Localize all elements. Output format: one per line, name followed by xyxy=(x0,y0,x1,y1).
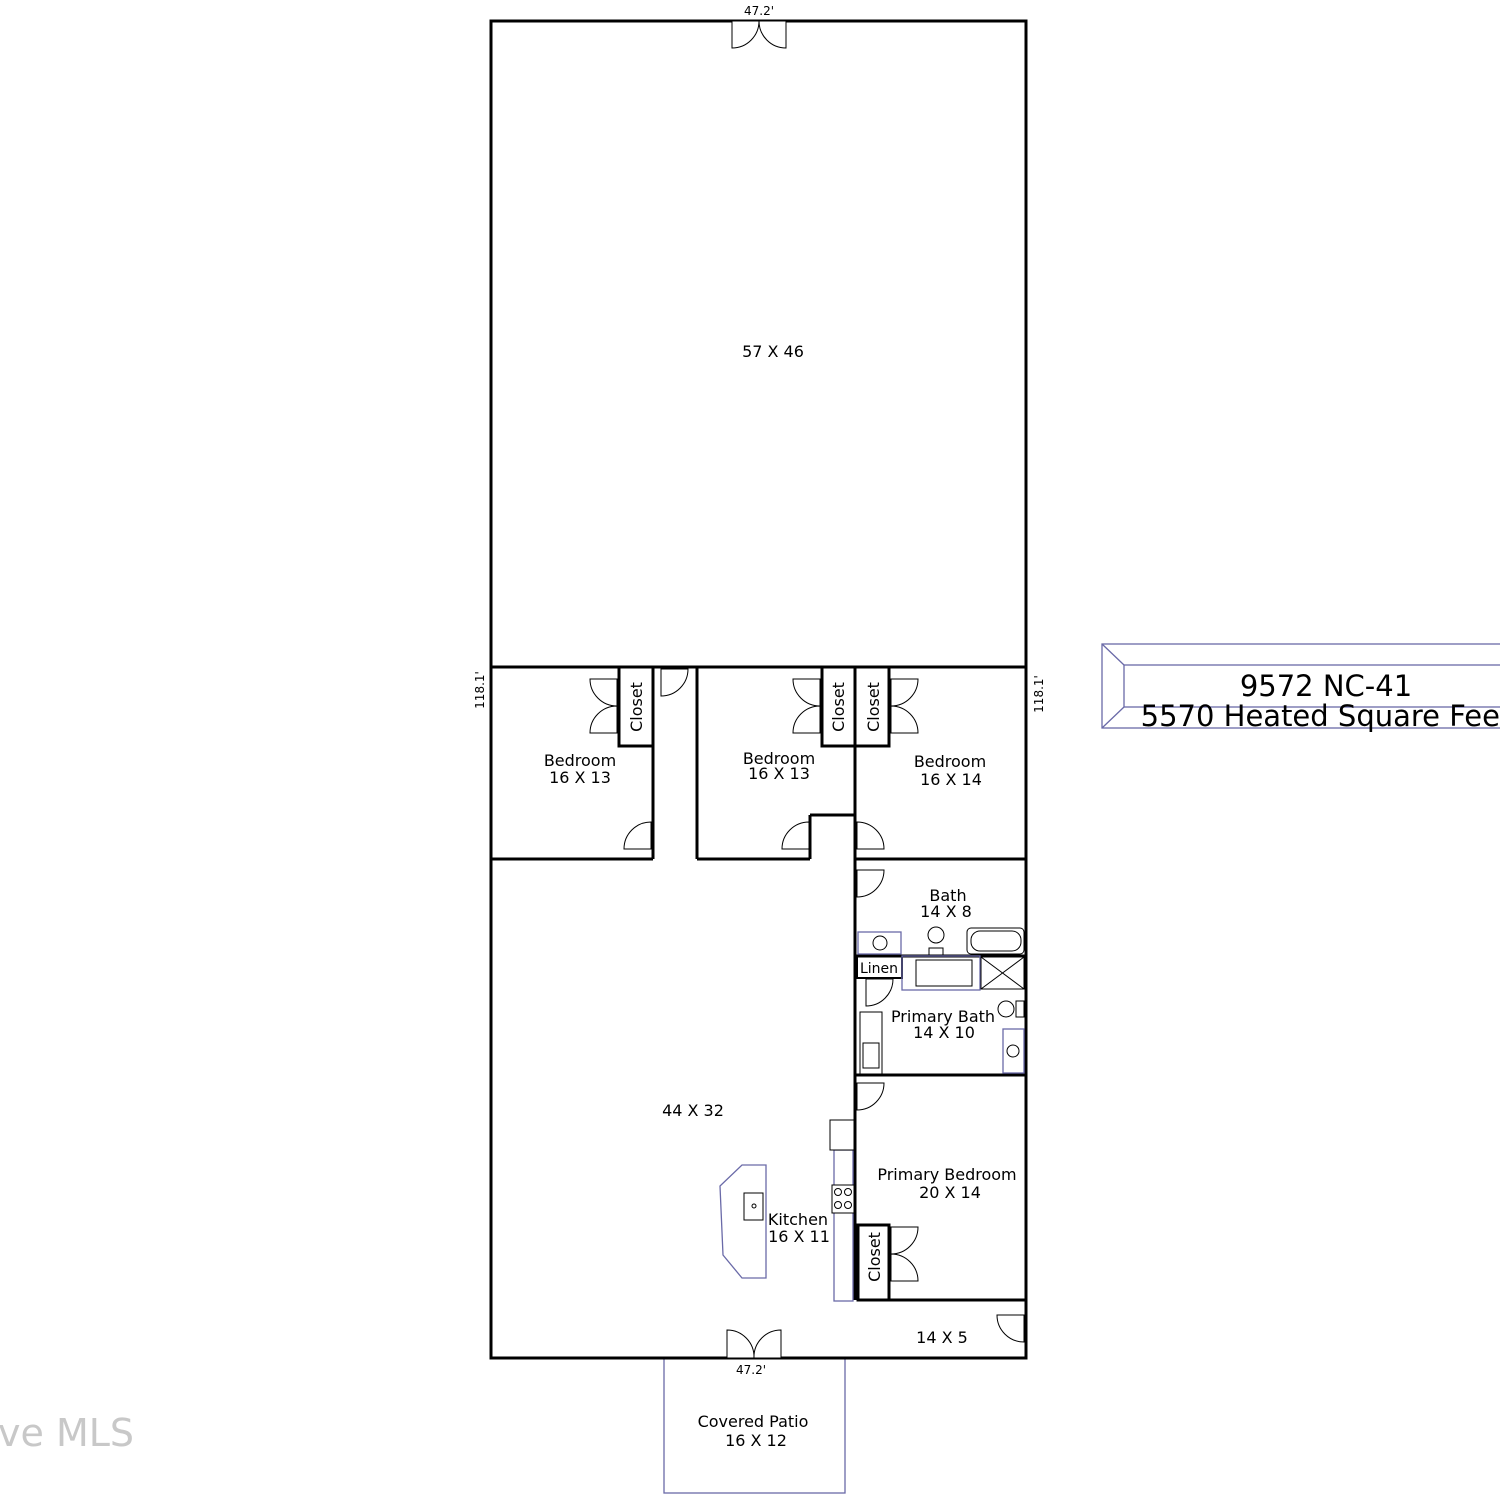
bedroom-3-name: Bedroom xyxy=(914,752,986,771)
main-living-size: 44 X 32 xyxy=(662,1101,724,1120)
primary-bath-size: 14 X 10 xyxy=(913,1023,975,1042)
bedroom-2-size: 16 X 13 xyxy=(748,764,810,783)
closet-3-label: Closet xyxy=(864,682,883,732)
bath-name: Bath xyxy=(929,886,966,905)
covered-patio-size: 16 X 12 xyxy=(725,1431,787,1450)
large-room-size: 57 X 46 xyxy=(742,342,804,361)
room-labels: 57 X 46 Bedroom 16 X 13 Bedroom 16 X 13 … xyxy=(544,342,1017,1450)
primary-bath-name: Primary Bath xyxy=(891,1007,995,1026)
title-box: 9572 NC-41 5570 Heated Square Feet xyxy=(1101,643,1500,733)
top-double-door xyxy=(731,20,787,49)
bottom-double-door xyxy=(726,1329,782,1359)
closets xyxy=(617,665,903,1302)
bath-size: 14 X 8 xyxy=(920,902,972,921)
dimension-labels: 47.2' 47.2' 118.1' 118.1' xyxy=(473,4,1046,1377)
covered-patio-name: Covered Patio xyxy=(698,1412,809,1431)
kitchen-size: 16 X 11 xyxy=(768,1227,830,1246)
dim-right: 118.1' xyxy=(1032,675,1046,713)
primary-bedroom-size: 20 X 14 xyxy=(919,1183,981,1202)
closet-1-label: Closet xyxy=(627,682,646,732)
bedroom-2-name: Bedroom xyxy=(743,749,815,768)
hall-size: 14 X 5 xyxy=(916,1328,968,1347)
bedroom-1-name: Bedroom xyxy=(544,751,616,770)
bedroom-3-size: 16 X 14 xyxy=(920,770,982,789)
fixtures xyxy=(719,926,1025,1302)
exterior-wall xyxy=(489,19,1028,1360)
doors xyxy=(589,20,1025,1359)
primary-bedroom-name: Primary Bedroom xyxy=(877,1165,1016,1184)
title-address: 9572 NC-41 xyxy=(1240,669,1412,703)
interior-walls xyxy=(491,665,1026,1302)
closet-2-label: Closet xyxy=(829,682,848,732)
watermark: ve MLS xyxy=(0,1411,134,1455)
dim-bottom: 47.2' xyxy=(736,1363,766,1377)
closet-labels: Closet Closet Closet Closet Linen xyxy=(627,682,898,1282)
bedroom-1-size: 16 X 13 xyxy=(549,768,611,787)
linen-label: Linen xyxy=(860,961,898,977)
kitchen-name: Kitchen xyxy=(768,1210,828,1229)
title-area: 5570 Heated Square Feet xyxy=(1141,699,1500,733)
closet-4-label: Closet xyxy=(865,1232,884,1282)
dim-left: 118.1' xyxy=(473,671,487,709)
dim-top: 47.2' xyxy=(744,4,774,18)
